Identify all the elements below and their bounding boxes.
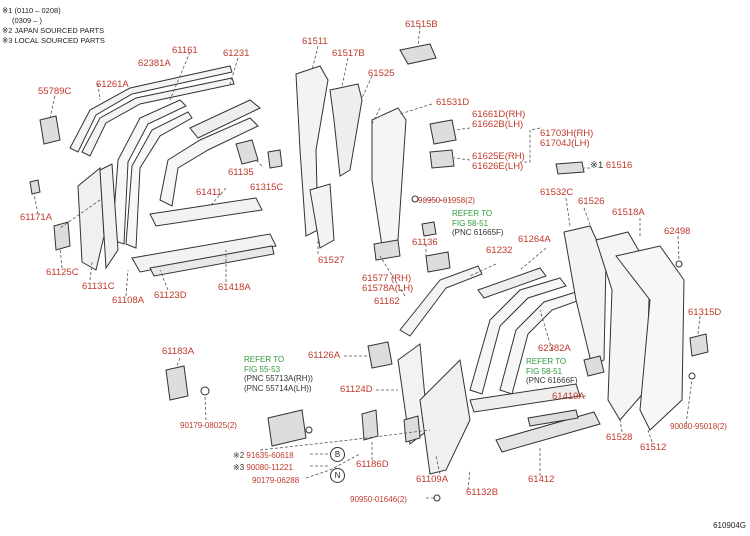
label-61703H: 61703H(RH) (540, 128, 594, 139)
refer-fig-58-51-b: REFER TO FIG 58-51 (PNC 61666F) (526, 357, 578, 386)
label-61131C: 61131C (82, 281, 115, 292)
label-61516: ※1 61516 (590, 160, 632, 171)
center-pillar-61161-shape (111, 99, 193, 249)
label-55789C: 55789C (38, 86, 72, 97)
label-61512: 61512 (640, 442, 667, 453)
small-brackets-left (29, 115, 283, 251)
label-61231: 61231 (223, 48, 250, 59)
note-2: (0309 – ) (12, 16, 43, 25)
label-61518A: 61518A (612, 207, 645, 218)
hw-91635-60618: ※2 91635-60618 (233, 450, 294, 461)
label-61577: 61577 (RH) (362, 273, 412, 284)
callout-b: B (330, 447, 345, 462)
label-61183A: 61183A (162, 346, 195, 357)
label-61625E: 61625E(RH) (472, 151, 525, 162)
refer-fig-55-53: REFER TO FIG 55-53 (PNC 55713A(RH)) (PNC… (244, 355, 313, 393)
label-61232: 61232 (486, 245, 513, 256)
label-61419A: 61419A (552, 391, 585, 402)
label-61526: 61526 (578, 196, 605, 207)
center-pillar-lower-61124d-shape (361, 341, 471, 475)
refer-pnc: (PNC 61666F) (526, 376, 578, 385)
refer-line2: FIG 58-51 (526, 366, 563, 376)
label-62498: 62498 (664, 226, 691, 237)
hw-90950-01958: 90950-01958(2) (418, 196, 475, 205)
hw-90080-95018: 90080-95018(2) (670, 422, 727, 431)
label-61418A: 61418A (218, 282, 251, 293)
windshield-pillar-61231-shape (159, 99, 261, 207)
callout-n: N (330, 468, 345, 483)
label-61125C: 61125C (46, 267, 79, 278)
hw-90950-01646: 90950-01646(2) (350, 495, 407, 504)
label-61626E: 61626E(LH) (472, 161, 524, 172)
b-pillar-inner-61531d-shape (371, 107, 407, 247)
lower-left-brackets (165, 355, 605, 447)
label-61532C: 61532C (540, 187, 574, 198)
hw-90080-11221-text: 90080-11221 (246, 463, 293, 472)
refer-line1: REFER TO (526, 357, 567, 366)
hw-90179-08025: 90179-08025(2) (180, 421, 237, 430)
label-61123D: 61123D (154, 290, 187, 301)
label-61264A: 61264A (518, 234, 551, 245)
label-61704J: 61704J(LH) (540, 138, 590, 149)
label-61261A: 61261A (96, 79, 129, 90)
label-61186D: 61186D (356, 459, 389, 470)
label-61527: 61527 (318, 255, 345, 266)
label-61124D: 61124D (340, 384, 373, 395)
label-61528: 61528 (606, 432, 633, 443)
label-61525: 61525 (368, 68, 395, 79)
hw-90179-06288: 90179-06288 (252, 476, 300, 485)
rocker-61412-shape (469, 383, 601, 453)
marker-local-sourced: ※3 (233, 463, 245, 472)
label-61132B: 61132B (466, 487, 499, 498)
label-61661D: 61661D(RH) (472, 109, 526, 120)
label-61126A: 61126A (308, 350, 341, 361)
refer-pnc: (PNC 61665F) (452, 228, 504, 237)
refer-line1: REFER TO (244, 355, 285, 364)
label-62382A: 62382A (538, 343, 571, 354)
note-1: ※1 (0110 – 0208) (2, 6, 61, 15)
label-61411: 61411 (196, 187, 222, 198)
marker-note-1: ※1 (590, 160, 604, 171)
rocker-61411-shape (131, 197, 277, 277)
label-61162: 61162 (374, 296, 400, 307)
leader-lines (33, 25, 701, 499)
label-61135: 61135 (228, 167, 254, 178)
hw-90080-11221: ※3 90080-11221 (233, 462, 293, 473)
refer-fig-58-51-a: REFER TO FIG 58-51 (PNC 61665F) (452, 209, 504, 238)
label-61109A: 61109A (416, 474, 449, 485)
refer-line1: REFER TO (452, 209, 493, 218)
label-61161: 61161 (172, 45, 198, 56)
label-62381A: 62381A (138, 58, 171, 69)
label-61511: 61511 (302, 36, 328, 47)
hw-91635-60618-text: 91635-60618 (246, 451, 294, 460)
label-61516-text: 61516 (605, 160, 633, 171)
footnotes: ※1 (0110 – 0208) (0309 – ) ※2 JAPAN SOUR… (2, 6, 105, 46)
label-61315D: 61315D (688, 307, 722, 318)
label-61515B: 61515B (405, 19, 438, 30)
roof-rail-62382a-shape (399, 265, 581, 395)
refer-pnc-rh: (PNC 55713A(RH)) (244, 374, 313, 383)
figure-id: 610904G (713, 521, 746, 530)
label-61578A: 61578A(LH) (362, 283, 414, 294)
refer-pnc-lh: (PNC 55714A(LH)) (244, 383, 312, 393)
cowl-side-61131c-shape (77, 163, 119, 271)
label-61412: 61412 (528, 474, 555, 485)
label-61315C: 61315C (250, 182, 284, 193)
hinge-brackets (373, 43, 585, 273)
label-61108A: 61108A (112, 295, 145, 306)
label-61662B: 61662B(LH) (472, 119, 524, 130)
refer-line2: FIG 58-51 (452, 218, 489, 228)
label-61136: 61136 (412, 237, 438, 248)
note-4: ※3 LOCAL SOURCED PARTS (2, 36, 105, 45)
quarter-panel-61512-shape (563, 225, 709, 431)
b-pillar-outer-61511-shape (295, 65, 363, 249)
label-61531D: 61531D (436, 97, 470, 108)
roof-rail-62381a-shape (69, 65, 235, 157)
refer-line2: FIG 55-53 (244, 364, 281, 374)
note-3: ※2 JAPAN SOURCED PARTS (2, 26, 105, 35)
label-61517B: 61517B (332, 48, 365, 59)
label-61171A: 61171A (20, 212, 53, 223)
marker-japan-sourced: ※2 (233, 451, 245, 460)
